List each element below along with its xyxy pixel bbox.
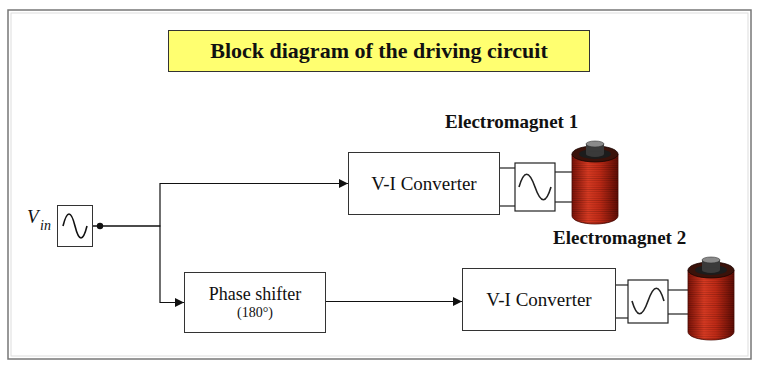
signal-arrow [326, 301, 462, 302]
signal-arrow [93, 184, 348, 227]
output-wiring-1 [500, 163, 574, 211]
signal-arrow [93, 226, 184, 303]
electromagnet-symbol [572, 141, 618, 224]
title-box: Block diagram of the driving circuit [168, 30, 590, 72]
sine-wave [63, 214, 87, 238]
signal-source: Vin [57, 205, 93, 247]
outer-frame [8, 10, 751, 359]
inner-frame [11, 13, 748, 356]
phase-shifter-box: Phase shifter(180°) [184, 272, 326, 333]
block-parameter: (180°) [237, 305, 273, 321]
converter-box: V-I Converter [462, 268, 616, 331]
converter-box: V-I Converter [348, 152, 500, 215]
electromagnet-symbol [688, 257, 734, 340]
output-wiring-2 [616, 280, 688, 323]
part-label: Electromagnet 1 [445, 112, 578, 133]
block-label: Phase shifter [209, 284, 301, 305]
block-label: V-I Converter [371, 173, 476, 195]
signal-subscript: in [40, 218, 51, 234]
sine-symbol [58, 206, 92, 246]
block-label: V-I Converter [486, 289, 591, 311]
part-label: Electromagnet 2 [553, 228, 686, 249]
signal-name: V [27, 206, 39, 228]
